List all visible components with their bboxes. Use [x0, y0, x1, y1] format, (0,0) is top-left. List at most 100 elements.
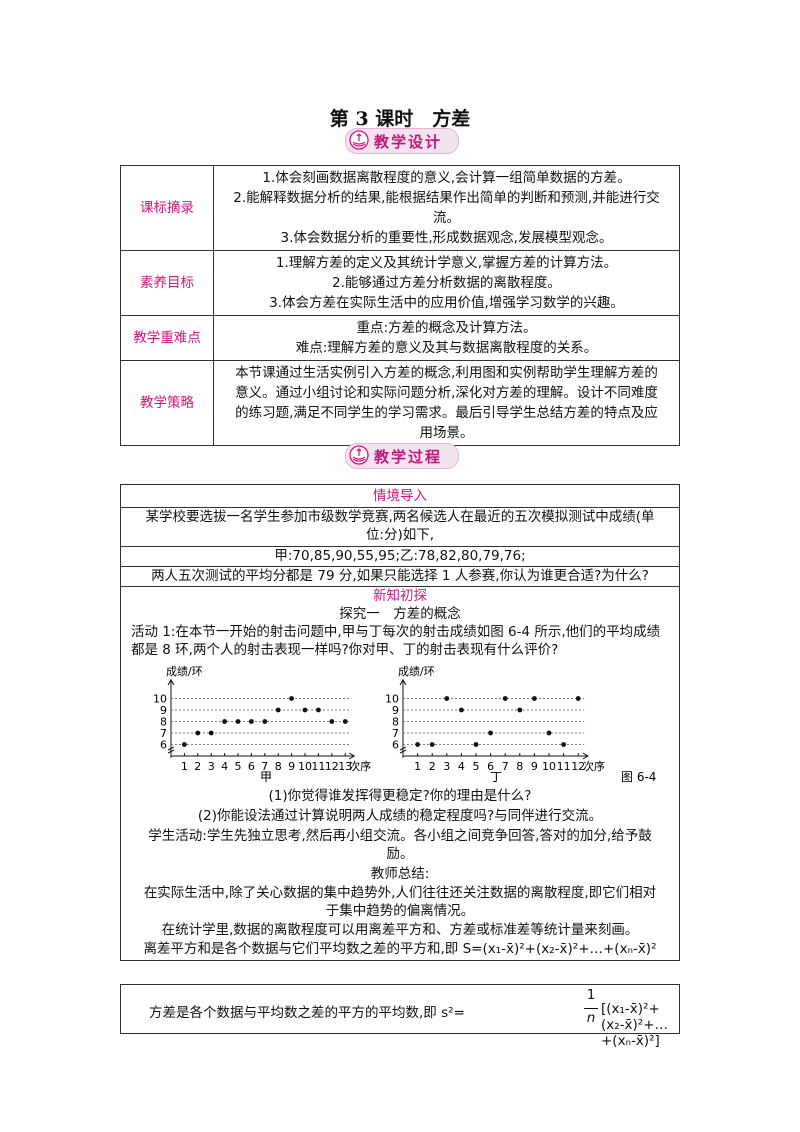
x-tick-label: 1 [181, 760, 188, 773]
data-point [316, 707, 321, 713]
data-point [235, 719, 241, 724]
frac-den: n [586, 1010, 596, 1026]
data-point [532, 696, 537, 701]
x-tick-label: 1 [414, 760, 421, 773]
x-tick-label: 12 [325, 760, 339, 773]
y-tick-label: 10 [385, 693, 399, 706]
data-point [473, 742, 479, 747]
data-point [429, 742, 435, 747]
y-tick-label: 6 [160, 739, 167, 752]
table-row: 教学重难点 重点:方差的概念及计算方法。 难点:理解方差的意义及其与数据离散程度… [120, 315, 680, 361]
x-tick-label: 5 [235, 760, 242, 773]
formula-tail: [(x₁-x̄)²+(x₂-x̄)²+…+(xₙ-x̄)²] [601, 1001, 669, 1049]
x-tick-label: 9 [531, 760, 538, 773]
data-point [342, 719, 348, 724]
chart-caption-left: 甲 [260, 770, 272, 784]
section-badge-process: 教学过程 [345, 443, 459, 469]
x-tick-label: 10 [298, 760, 312, 773]
x-axis-arrow [582, 752, 589, 760]
data-point [195, 730, 201, 736]
x-tick-label: 13 [338, 760, 352, 773]
text-line: 在统计学里,数据的离散程度可以用离差平方和、方差或标准差等统计量来刻画。 [161, 922, 639, 938]
data-point [289, 696, 294, 701]
data-point [262, 719, 268, 724]
axis-break [399, 746, 407, 754]
data-point [546, 730, 552, 736]
data-point [502, 696, 508, 701]
x-tick-label: 6 [248, 760, 255, 773]
x-tick-label: 8 [275, 760, 282, 773]
formula-text: 方差是各个数据与平均数之差的平方的平均数,即 s²= [149, 1005, 465, 1021]
y-tick-label: 9 [392, 704, 399, 717]
y-tick-label: 8 [160, 716, 167, 729]
data-point [275, 707, 281, 713]
x-axis-arrow [348, 752, 356, 760]
x-tick-label: 12 [571, 760, 585, 773]
row-body: 1.体会刻画数据离散程度的意义,会计算一组简单数据的方差。 2.能解释数据分析的… [213, 165, 680, 251]
section-title: 情境导入 [373, 488, 427, 504]
data-point [302, 707, 308, 713]
data-point [517, 707, 523, 713]
x-tick-label: 10 [542, 760, 556, 773]
figure-caption: 图 6-4 [621, 770, 656, 784]
x-tick-label: 7 [261, 760, 268, 773]
explore-title: 探究一 方差的概念 [339, 606, 461, 622]
x-tick-label: 4 [458, 760, 465, 773]
x-axis-label: 次序 [349, 759, 371, 773]
process-box: 情境导入 某学校要选拔一名学生参加市级数学竞赛,两名候选人在最近的五次模拟测试中… [120, 484, 680, 961]
y-axis-arrow [399, 679, 407, 686]
y-tick-label: 7 [392, 727, 399, 740]
y-tick-label: 10 [153, 693, 167, 706]
row-body: 重点:方差的概念及计算方法。 难点:理解方差的意义及其与数据离散程度的关系。 [213, 315, 680, 361]
book-icon [349, 445, 369, 465]
row-head: 课标摘录 [120, 165, 214, 251]
x-tick-label: 9 [288, 760, 295, 773]
text-line: 励。 [386, 846, 414, 862]
x-tick-label: 3 [443, 760, 450, 773]
text-line: 于集中趋势的偏离情况。 [325, 903, 475, 919]
text-line: 在实际生活中,除了关心数据的集中趋势外,人们往往还关注数据的离散程度,即它们相对 [143, 885, 657, 901]
x-tick-label: 7 [502, 760, 509, 773]
x-tick-label: 5 [473, 760, 480, 773]
data-point [329, 719, 335, 724]
row-body: 1.理解方差的定义及其统计学意义,掌握方差的计算方法。 2.能够通过方差分析数据… [213, 250, 680, 316]
x-axis-label: 次序 [583, 759, 605, 773]
row-head: 教学重难点 [120, 315, 214, 361]
frac-num: 1 [586, 987, 596, 1003]
x-tick-label: 3 [208, 760, 215, 773]
data-point [208, 730, 214, 736]
text-line: 离差平方和是各个数据与它们平均数之差的平方和,即 S=(x₁-x̄)²+(x₂-… [143, 941, 657, 957]
formula-box: 方差是各个数据与平均数之差的平方的平均数,即 s²= 1 n [(x₁-x̄)²… [120, 984, 680, 1049]
y-axis-label: 成绩/环 [166, 665, 203, 678]
question-2: (2)你能设法通过计算说明两人成绩的稳定程度吗?与同伴进行交流。 [197, 808, 603, 824]
row-head: 教学策略 [120, 360, 214, 446]
data-point [459, 707, 464, 713]
chart-caption-right: 丁 [490, 770, 502, 784]
data-point [488, 730, 493, 736]
data-point [575, 696, 581, 701]
x-tick-label: 8 [516, 760, 523, 773]
text-line: 学生活动:学生先独立思考,然后再小组交流。各小组之间竞争回答,答对的加分,给予鼓 [148, 828, 652, 844]
table-row: 课标摘录 1.体会刻画数据离散程度的意义,会计算一组简单数据的方差。 2.能解释… [120, 165, 680, 251]
x-tick-label: 11 [557, 760, 571, 773]
y-axis-arrow [167, 679, 175, 686]
text-line: 位:分)如下, [365, 527, 435, 543]
design-table: 课标摘录 1.体会刻画数据离散程度的意义,会计算一组简单数据的方差。 2.能解释… [120, 165, 680, 446]
text-line: 某学校要选拔一名学生参加市级数学竞赛,两名候选人在最近的五次模拟测试中成绩(单 [145, 509, 655, 525]
axis-break [167, 746, 175, 754]
text-line: 都是 8 环,两个人的射击表现一样吗?你对甲、丁的射击表现有什么评价? [131, 642, 559, 658]
question-1: (1)你觉得谁发挥得更稳定?你的理由是什么? [268, 788, 532, 804]
badge-label: 教学设计 [374, 133, 443, 151]
data-point [182, 742, 187, 747]
y-axis-label: 成绩/环 [398, 665, 435, 678]
x-tick-label: 6 [487, 760, 494, 773]
text-line: 活动 1:在本节一开始的射击问题中,甲与丁每次的射击成绩如图 6-4 所示,他们… [131, 624, 661, 640]
y-tick-label: 8 [392, 716, 399, 729]
x-tick-label: 2 [194, 760, 201, 773]
text-line: 两人五次测试的平均分都是 79 分,如果只能选择 1 人参赛,你认为谁更合适?为… [151, 568, 649, 584]
section-badge-design: 教学设计 [345, 128, 459, 154]
page-title: 第 3 课时 方差 [329, 108, 471, 130]
